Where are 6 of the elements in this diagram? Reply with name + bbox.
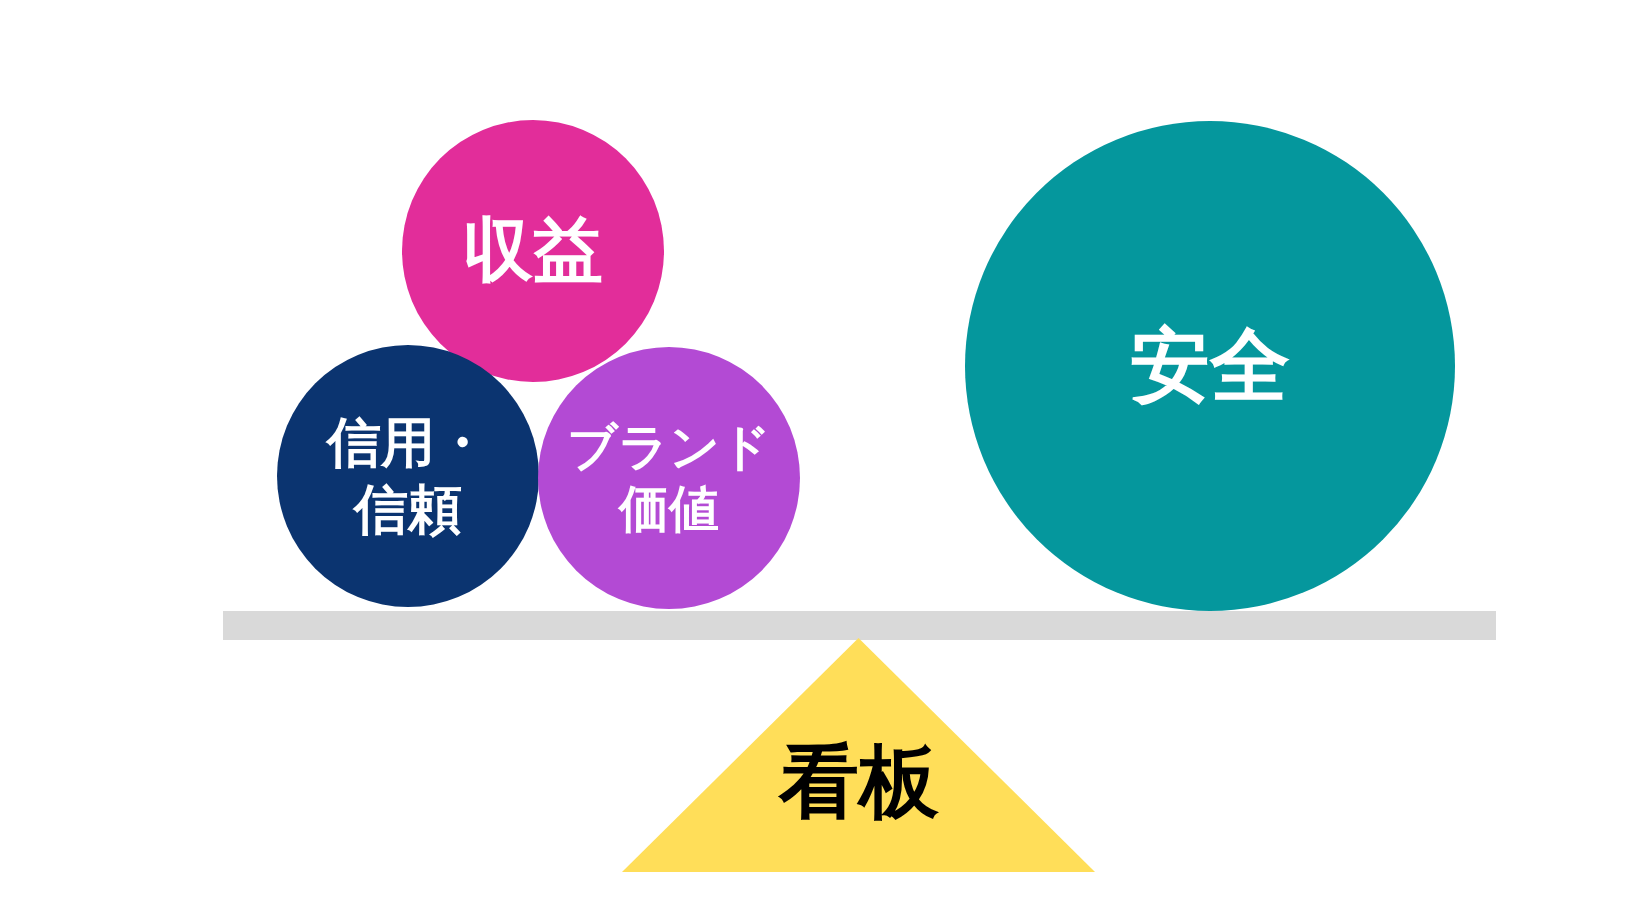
circle-label: 安全 [1130,318,1290,414]
circle-label: ブランド価値 [566,416,772,540]
circle-label: 信用・信頼 [324,409,490,543]
circle-label: 収益 [463,208,603,294]
fulcrum-label: 看板 [778,734,939,830]
balance-beam [223,611,1496,640]
